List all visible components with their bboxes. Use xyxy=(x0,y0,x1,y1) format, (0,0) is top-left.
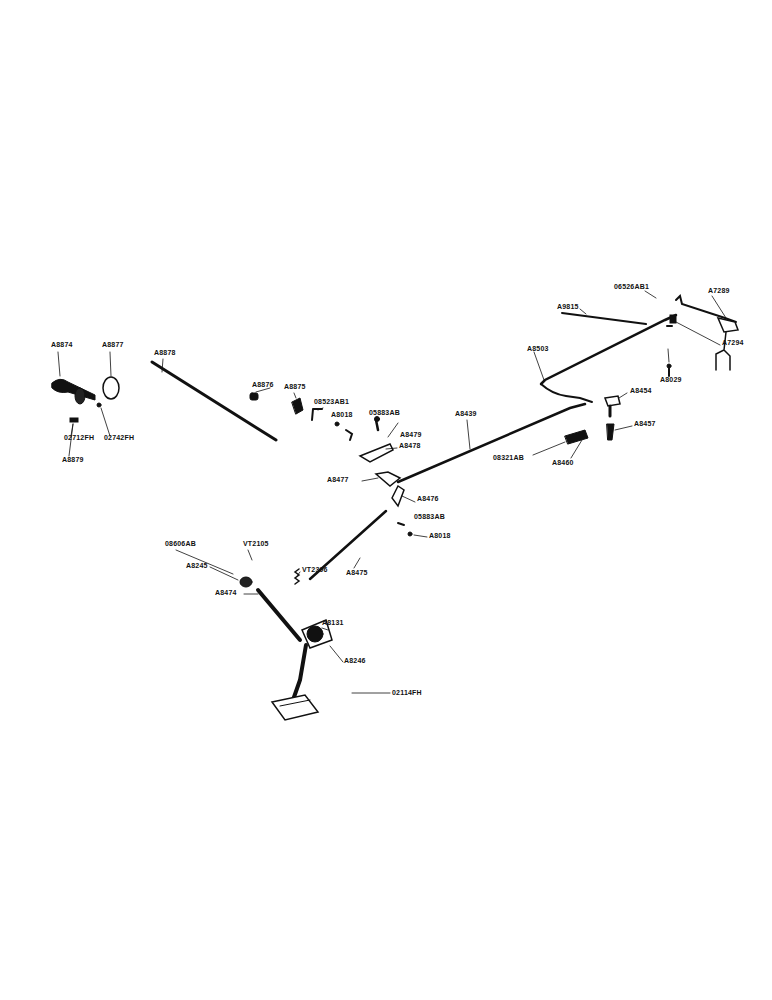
part-number: A8879 xyxy=(62,456,84,463)
part-number: 06526AB1 xyxy=(614,283,649,290)
part-number: A8460 xyxy=(552,459,574,466)
part-number: A8877 xyxy=(102,341,124,348)
part-number: A8439 xyxy=(455,410,477,417)
part-number: 08606AB xyxy=(165,540,196,547)
part-number: 02712FH xyxy=(64,434,94,441)
part-number: 02114FH xyxy=(392,689,422,696)
part-number: 05883AB xyxy=(369,409,400,416)
part-number: 08321AB xyxy=(493,454,524,461)
part-number: A8874 xyxy=(51,341,73,348)
part-number: A8503 xyxy=(527,345,549,352)
part-number: A8457 xyxy=(634,420,656,427)
part-number: A7289 xyxy=(708,287,730,294)
part-number: VT2105 xyxy=(243,540,269,547)
part-number: 08523AB1 xyxy=(314,398,349,405)
part-number: A8476 xyxy=(417,495,439,502)
part-number: 02742FH xyxy=(104,434,134,441)
part-number: A8454 xyxy=(630,387,652,394)
part-number: A8131 xyxy=(322,619,344,626)
part-number: A9815 xyxy=(557,303,579,310)
part-number: A7294 xyxy=(722,339,744,346)
part-number: A8479 xyxy=(400,431,422,438)
part-number: A8478 xyxy=(399,442,421,449)
part-number: A8029 xyxy=(660,376,682,383)
part-number: A8018 xyxy=(331,411,353,418)
part-number: A8246 xyxy=(344,657,366,664)
part-number: A8018 xyxy=(429,532,451,539)
part-number: A8477 xyxy=(327,476,349,483)
part-number: 05883AB xyxy=(414,513,445,520)
part-number: A8245 xyxy=(186,562,208,569)
part-number: A8475 xyxy=(346,569,368,576)
part-number: A8876 xyxy=(252,381,274,388)
part-number: A8878 xyxy=(154,349,176,356)
part-number: VT2396 xyxy=(302,566,328,573)
part-number: A8875 xyxy=(284,383,306,390)
part-number: A8474 xyxy=(215,589,237,596)
